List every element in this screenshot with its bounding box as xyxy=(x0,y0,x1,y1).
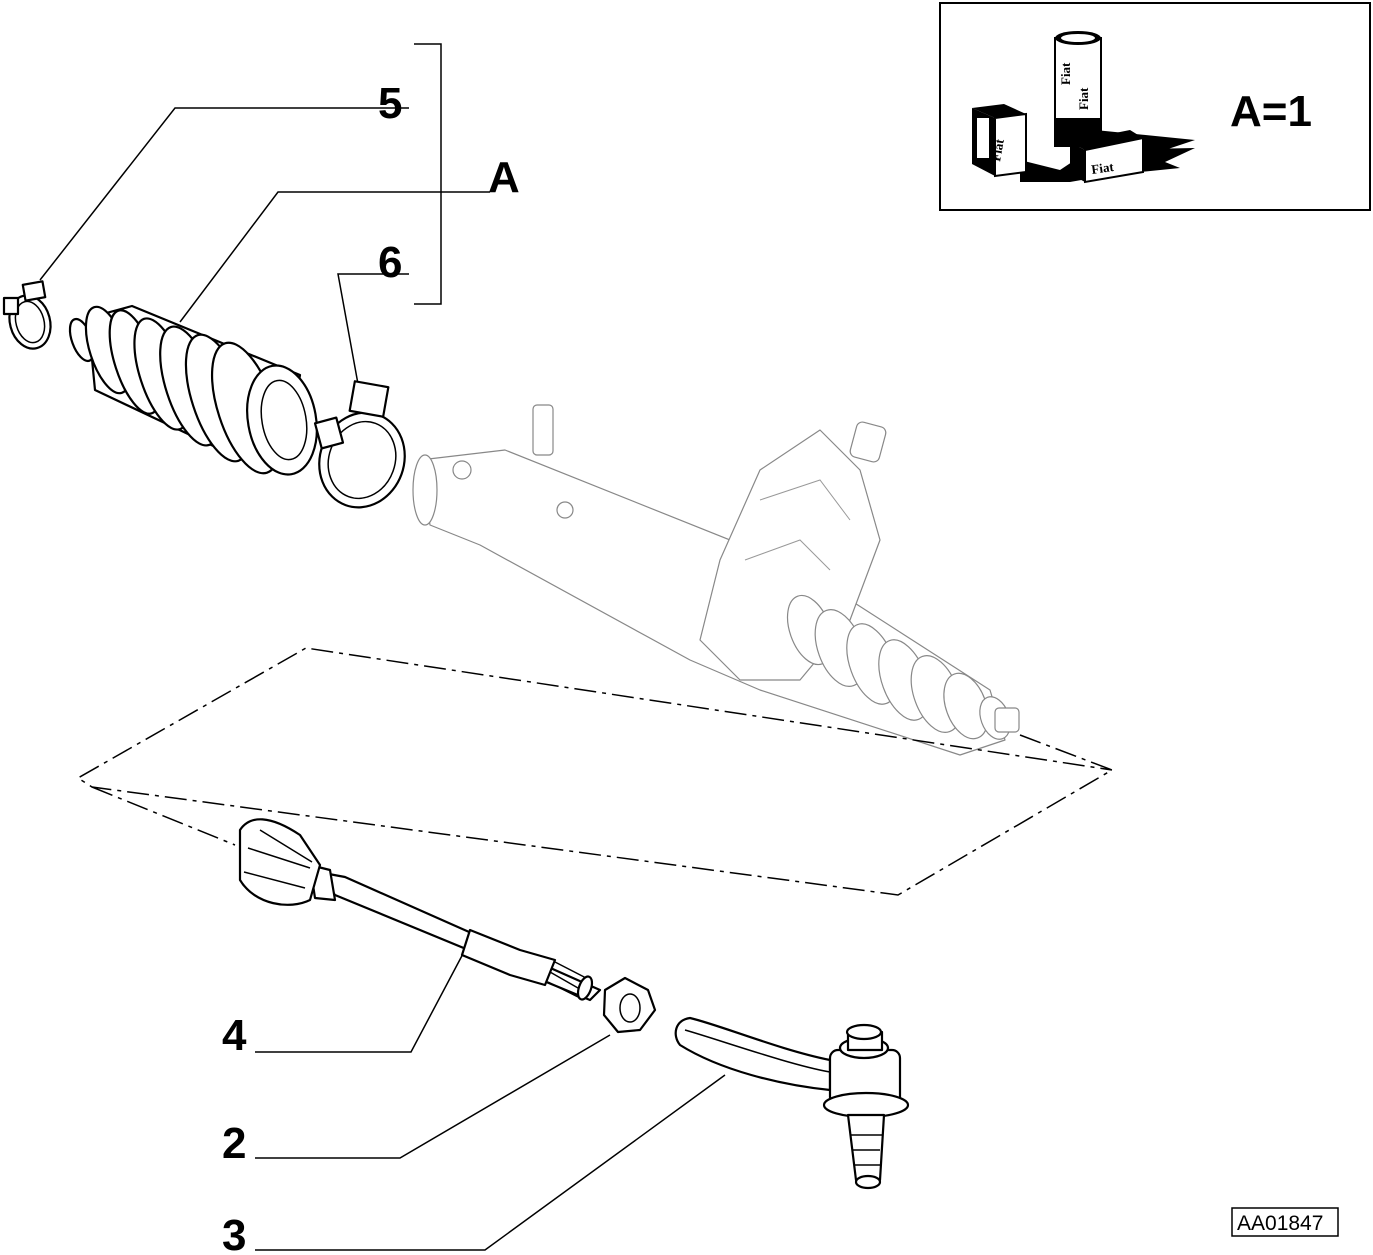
part-3-tie-rod-end xyxy=(674,1016,910,1190)
part-6-large-clamp xyxy=(313,380,406,509)
leader-a xyxy=(179,191,490,323)
assembly-reference-line-lower xyxy=(91,786,236,846)
leader-3 xyxy=(255,1074,726,1251)
can-label: Fiat xyxy=(1058,62,1073,85)
box-label-right: Fiat xyxy=(1090,159,1115,177)
callout-5: 5 xyxy=(378,79,402,128)
kit-bracket xyxy=(414,43,442,305)
leader-lines xyxy=(39,107,726,1251)
part-4-inner-tie-rod xyxy=(238,818,602,1002)
lubricant-package-icon: Fiat Fiat Fiat Fiat xyxy=(972,31,1195,184)
svg-text:Fiat: Fiat xyxy=(1076,87,1091,110)
callout-6: 6 xyxy=(378,238,402,287)
box-label-left: Fiat xyxy=(988,137,1007,162)
legend-quantity-text: A=1 xyxy=(1230,87,1312,136)
drawing-code-text: AA01847 xyxy=(1237,1212,1323,1235)
callout-a: A xyxy=(488,153,520,202)
leader-4 xyxy=(255,949,466,1053)
part-a-steering-boot xyxy=(68,304,318,476)
legend-frame xyxy=(939,2,1371,211)
leader-6 xyxy=(337,273,409,385)
leader-5 xyxy=(39,107,409,281)
legend-box: Fiat Fiat Fiat Fiat A=1 xyxy=(939,2,1371,211)
leader-2 xyxy=(255,1034,611,1159)
drawing-code-frame xyxy=(1231,1207,1339,1237)
callout-3: 3 xyxy=(222,1211,246,1255)
callout-4: 4 xyxy=(222,1011,247,1060)
callout-2: 2 xyxy=(222,1119,246,1168)
part-5-small-clamp xyxy=(2,280,52,350)
drawing-code: AA01847 xyxy=(1231,1207,1339,1237)
steering-rack-assembly xyxy=(412,404,1020,756)
tie-rod-thread xyxy=(547,961,594,1001)
part-2-lock-nut xyxy=(602,976,657,1034)
